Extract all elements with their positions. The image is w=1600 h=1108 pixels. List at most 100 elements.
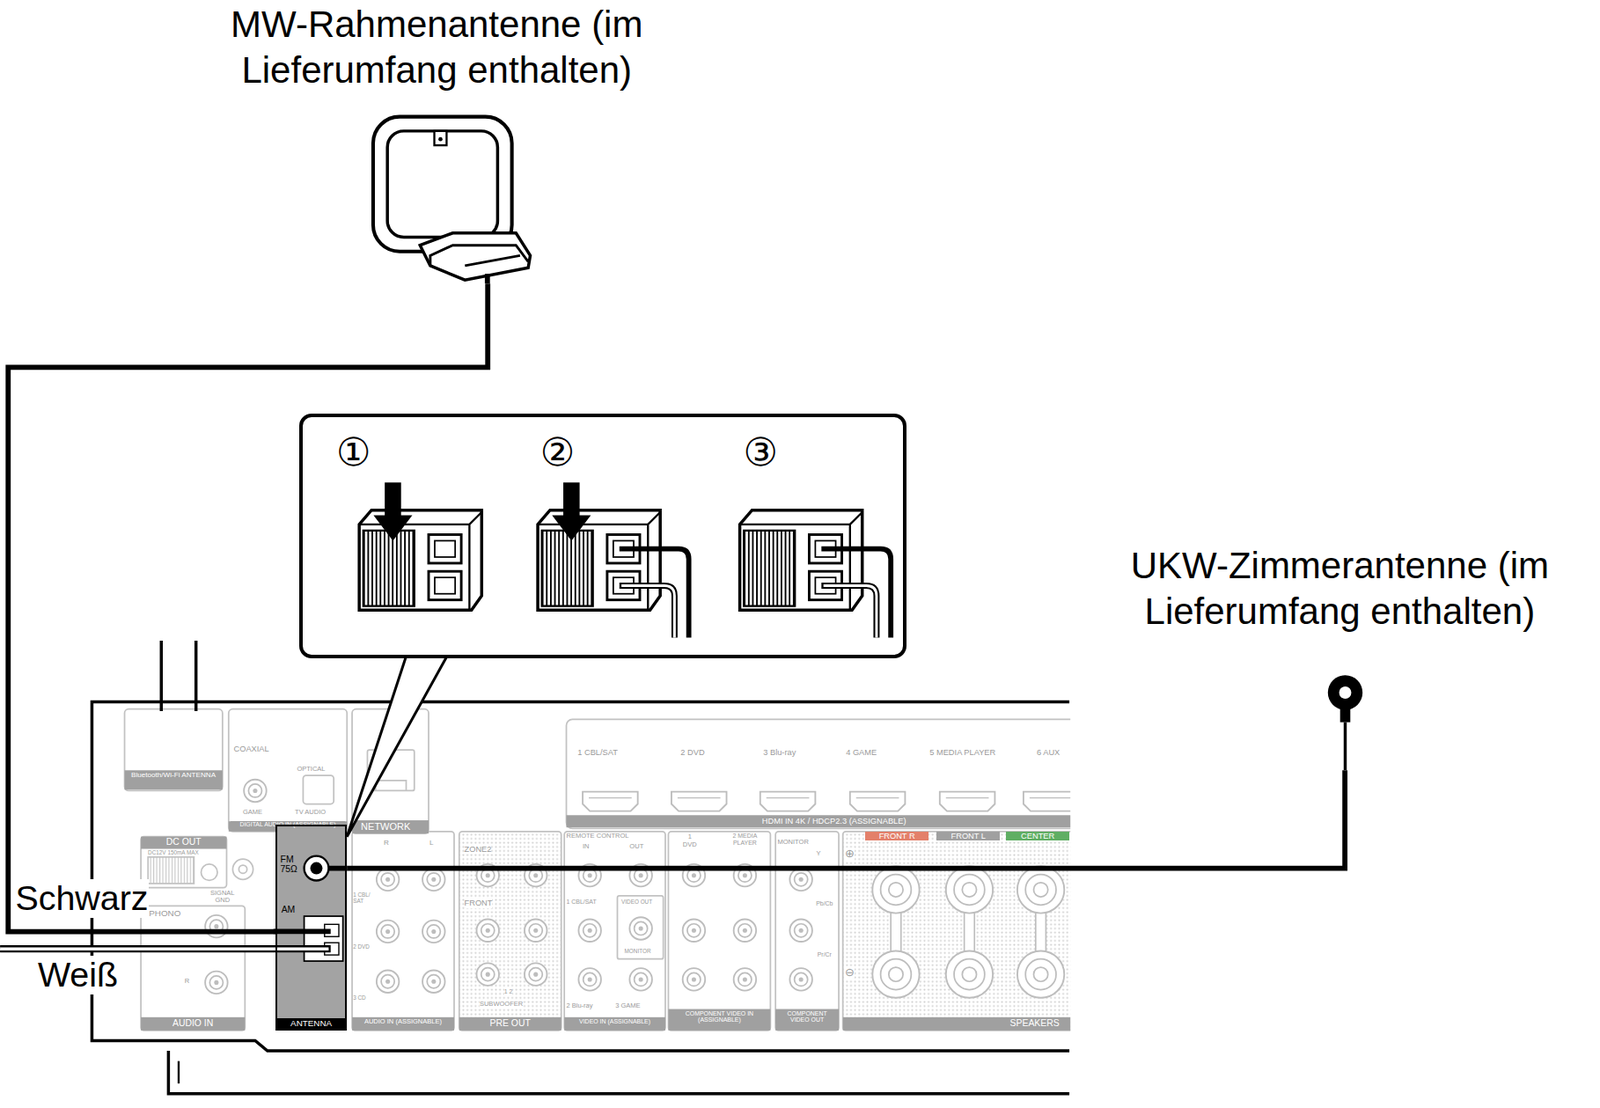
video-jack	[629, 968, 653, 991]
panel-label: Bluetooth/Wi-Fi ANTENNA	[126, 771, 221, 780]
panel-label: 4 GAME	[845, 748, 877, 757]
panel-label: 5 MEDIA PLAYER	[929, 748, 996, 757]
panel-label: AUDIO IN (ASSIGNABLE)	[353, 1018, 452, 1026]
panel-label: 1 2	[504, 988, 514, 996]
panel-label: DC OUT	[142, 836, 225, 847]
phono-jack	[205, 915, 228, 939]
panel-label: TV AUDIO	[294, 808, 326, 816]
callout-inset: ① ② ③	[299, 413, 907, 659]
terminal-label: AM	[281, 905, 296, 916]
panel-label: REMOTE CONTROL	[565, 832, 629, 840]
panel-label: 2 Blu-ray	[565, 1002, 593, 1010]
panel-label: AUDIO IN	[142, 1018, 243, 1028]
panel-label: COMPONENT VIDEO OUT	[775, 1010, 839, 1024]
fm-antenna-plug	[1322, 673, 1368, 771]
binding-post	[1017, 950, 1065, 998]
panel-label: R	[184, 977, 190, 985]
terminal-label: FM 75Ω	[280, 855, 301, 875]
phono-jack	[205, 971, 228, 995]
panel-label: MONITOR	[777, 838, 808, 846]
hdmi-port	[582, 792, 639, 812]
hdmi-connectors	[582, 792, 1071, 812]
antenna-heading: MW-Rahmenantenne (im Lieferumfang enthal…	[220, 1, 653, 94]
panel-label: R	[383, 839, 389, 848]
panel-label: GAME	[242, 808, 263, 816]
panel-label: CENTER	[1005, 831, 1070, 841]
callout-number: ②	[540, 433, 575, 472]
panel-label: L	[429, 839, 434, 848]
panel-label: FRONT	[464, 898, 493, 908]
panel-label: COMPONENT VIDEO IN (ASSIGNABLE)	[670, 1010, 769, 1024]
loop-antenna-shape	[366, 112, 536, 285]
label-bands	[124, 770, 1072, 1031]
rca-jack	[477, 962, 500, 986]
hdmi-port	[671, 792, 727, 812]
terminal-step	[740, 510, 892, 639]
panel-label: 1 CBL/SAT	[352, 891, 373, 904]
component-jack	[789, 919, 813, 943]
hdmi-port	[760, 792, 816, 812]
binding-post	[1017, 866, 1065, 913]
mw-loop-antenna: MW-Rahmenantenne (im Lieferumfang enthal…	[366, 112, 536, 285]
antenna-cable	[7, 283, 488, 932]
hdmi-port	[850, 792, 906, 812]
binding-post	[946, 950, 993, 998]
speaker-terminals	[872, 866, 1065, 999]
component-jack	[682, 919, 706, 943]
panel-label: HDMI IN 4K / HDCP2.3 (ASSIGNABLE)	[760, 816, 909, 826]
panel-label: 3 CD	[352, 994, 373, 1001]
video-jack	[578, 919, 602, 943]
component-jack	[789, 968, 813, 991]
rca-jack	[376, 920, 400, 944]
panel-label: Y	[816, 850, 822, 858]
panel-label: PHONO	[148, 909, 181, 919]
hdmi-port	[1023, 792, 1071, 812]
antenna-heading: UKW-Zimmerantenne (im Lieferumfang entha…	[1123, 543, 1556, 635]
callout-number: ①	[336, 433, 371, 472]
terminal-step	[537, 482, 690, 638]
rca-jack	[422, 868, 446, 892]
rca-jack	[376, 868, 400, 892]
panel-label: PRE OUT	[461, 1018, 559, 1028]
component-jack	[682, 968, 706, 991]
rca-jack	[477, 919, 500, 943]
component-jack	[789, 868, 813, 892]
panel-label: Pr/Cr	[814, 951, 835, 959]
panel-label: 1 CBL/SAT	[565, 898, 596, 906]
video-jack	[629, 917, 653, 940]
rca-jack	[376, 969, 400, 993]
panel-label: NETWORK	[359, 821, 412, 832]
panel-label: VIDEO OUT	[621, 898, 653, 905]
panel-label: VIDEO IN (ASSIGNABLE)	[565, 1018, 663, 1026]
coaxial-jack	[243, 779, 267, 803]
panel-label: ZONE2	[464, 844, 492, 854]
antenna-terminal-detail	[0, 824, 347, 1031]
panel-title: ANTENNA	[277, 1018, 345, 1029]
panel-label: SPEAKERS	[999, 1018, 1070, 1028]
panel-label: SUBWOOFER	[479, 1000, 523, 1008]
panel-label: 1 DVD	[682, 833, 699, 849]
terminal-step	[359, 482, 482, 610]
rca-jack	[422, 969, 446, 993]
fm-indoor-antenna: UKW-Zimmerantenne (im Lieferumfang entha…	[1322, 673, 1368, 771]
panel-label: OPTICAL	[296, 765, 325, 773]
callout-number: ③	[743, 433, 778, 472]
panel-label: MONITOR	[624, 947, 652, 955]
panel-label: 2 MEDIA PLAYER	[726, 832, 764, 846]
panel-label: COAXIAL	[234, 744, 270, 754]
panel-label: 3 GAME	[615, 1002, 640, 1010]
panel-label: 2 DVD	[680, 748, 705, 757]
panel-label: DC12V 150mA MAX	[147, 849, 199, 856]
panel-label: ⊖	[844, 966, 855, 979]
rca-jack	[422, 920, 446, 944]
hdmi-port	[939, 792, 996, 812]
component-jack	[733, 919, 757, 943]
binding-post	[872, 866, 919, 913]
panel-label: 6 AUX	[1036, 748, 1060, 757]
panel-label: 3 Blu-ray	[763, 748, 796, 757]
rca-jack	[524, 919, 548, 943]
panel-label: FRONT R	[865, 831, 929, 841]
panel-label: FRONT L	[936, 831, 1000, 841]
wire-color-label: Schwarz	[14, 879, 148, 918]
